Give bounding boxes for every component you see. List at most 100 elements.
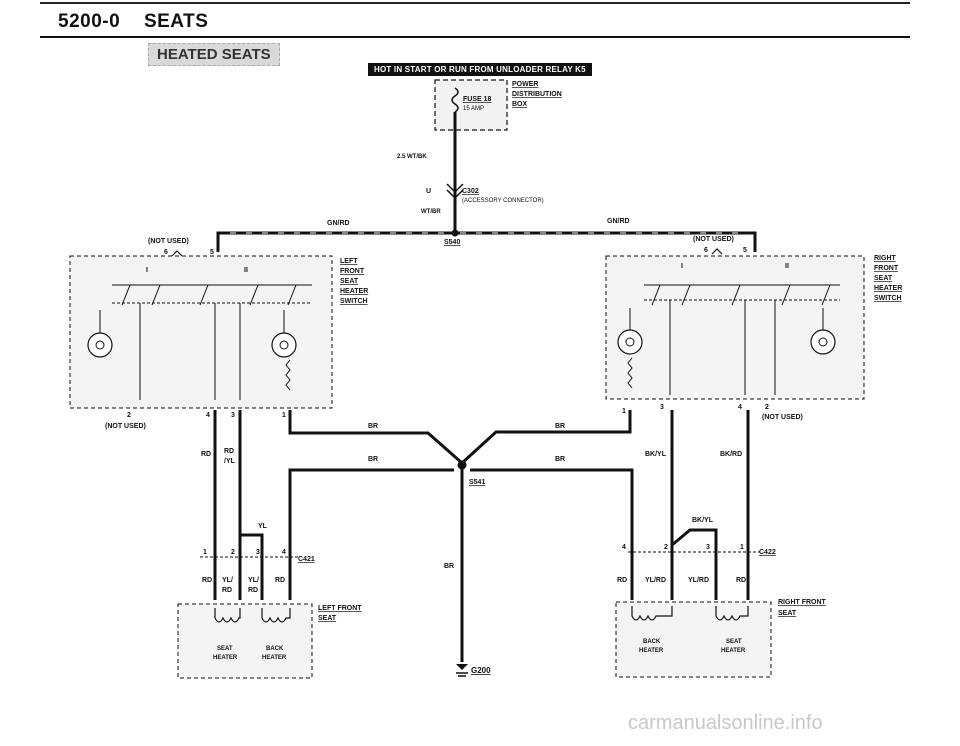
left-seat-wiring: RD RD /YL YL 1 2 3 4 C421 RD YL/ RD YL/ … [200,410,315,600]
g200-label: G200 [471,666,491,675]
right-switch-position-2: II [785,263,789,270]
right-seat-wiring: BK/YL BK/RD BK/YL 4 2 3 1 C422 RD YL/RD … [617,410,776,600]
wire-label-gn-rd-left: GN/RD [327,220,350,227]
wire-label-left-yl-rd-2: YL/ [248,577,259,584]
power-box-label-3: BOX [512,101,528,108]
left-seat-heater-2a: BACK [266,646,284,652]
right-switch-label-5: SWITCH [874,295,902,302]
right-seat-heater-2b: HEATER [721,648,746,654]
right-switch-pin6: 6 [704,247,708,254]
power-source-banner: HOT IN START OR RUN FROM UNLOADER RELAY … [368,63,592,76]
right-switch-pin1: 1 [622,408,626,415]
wire-label-left-yl-rd-1: YL/ [222,577,233,584]
right-front-seat: RIGHT FRONT SEAT BACK HEATER SEAT HEATER [615,599,827,678]
right-seat-heater-2a: SEAT [726,639,742,645]
wire-label-bk-yl: BK/YL [645,451,667,458]
watermark: carmanualsonline.info [628,712,823,734]
left-switch-pin5: 5 [210,249,214,256]
left-seat-heater-1b: HEATER [213,655,238,661]
left-seat-heater-2b: HEATER [262,655,287,661]
right-seat-label-2: SEAT [778,610,797,617]
wire-label-right-yl-rd-2: YL/RD [688,577,709,584]
wire-label-wt-bk: 2.5 WT/BK [397,154,427,160]
c422-pin2: 2 [664,544,668,551]
right-switch-label-2: FRONT [874,265,899,272]
s540-label: S540 [444,239,460,246]
left-switch-label-5: SWITCH [340,298,368,305]
fuse-label: FUSE 18 [463,96,492,103]
left-seat-heater-switch: (NOT USED) 6 5 I II LEFT FRONT [69,238,368,430]
left-switch-pin6: 6 [164,249,168,256]
power-box-label-1: POWER [512,81,538,88]
right-switch-not-used-bottom: (NOT USED) [762,414,803,421]
right-switch-label-4: HEATER [874,285,902,292]
wire-label-wt-br: WT/BR [421,209,441,215]
c422-label: C422 [759,549,776,556]
left-switch-pin4: 4 [206,412,210,419]
fuse-amp-label: 15 AMP [463,106,484,112]
wire-label-right-rd-a: RD [617,577,627,584]
c421-pin3: 3 [256,549,260,556]
left-seat-label-1: LEFT FRONT [318,605,362,612]
left-seat-heater-1a: SEAT [217,646,233,652]
wire-label-right-rd-b: RD [736,577,746,584]
wire-label-left-rd-b: RD [275,577,285,584]
left-seat-label-2: SEAT [318,615,337,622]
right-switch-pin2: 2 [765,404,769,411]
right-switch-pin4: 4 [738,404,742,411]
ground-network: BR BR BR BR S541 BR G200 [288,410,634,677]
wire-label-right-yl-rd-1: YL/RD [645,577,666,584]
left-switch-position-1: I [146,267,148,274]
right-switch-label-3: SEAT [874,275,893,282]
section-number: 5200-0 [58,11,121,32]
power-box-label-2: DISTRIBUTION [512,91,562,98]
right-seat-heater-1b: HEATER [639,648,664,654]
page-header: 5200-0 SEATS [58,11,208,33]
wire-label-br-ground: BR [444,563,454,570]
c302-description: (ACCESSORY CONNECTOR) [462,198,544,204]
right-switch-pin5: 5 [743,247,747,254]
wire-label-rd-left: RD [201,451,211,458]
c302-label: C302 [462,188,479,195]
wire-label-left-yl-rd-1b: RD [222,587,232,594]
left-switch-label-4: HEATER [340,288,368,295]
right-switch-position-1: I [681,263,683,270]
wire-label-bk-yl-2: BK/YL [692,517,714,524]
page-title: SEATS [143,11,209,32]
gn-rd-bus: GN/RD GN/RD [216,218,757,252]
right-seat-heater-switch: (NOT USED) 6 5 I II RIGHT FRONT [605,236,902,421]
left-switch-position-2: II [244,267,248,274]
c421-pin1: 1 [203,549,207,556]
power-distribution-box: FUSE 18 15 AMP POWER DISTRIBUTION BOX [434,79,562,131]
wire-label-br-1: BR [368,423,378,430]
wire-label-left-rd-a: RD [202,577,212,584]
right-seat-label-1: RIGHT FRONT [778,599,827,606]
wire-label-rd-yl: RD [224,448,234,455]
c421-pin2: 2 [231,549,235,556]
c422-pin3: 3 [706,544,710,551]
wire-label-rd-yl-2: /YL [224,458,236,465]
wire-label-left-yl-rd-2b: RD [248,587,258,594]
left-switch-pin2: 2 [127,412,131,419]
c421-pin4: 4 [282,549,286,556]
wire-label-br-2: BR [555,423,565,430]
left-switch-not-used-top: (NOT USED) [148,238,189,245]
header-rule [40,36,910,38]
left-switch-label-1: LEFT [340,258,358,265]
right-switch-not-used-top: (NOT USED) [693,236,734,243]
wire-label-bk-rd: BK/RD [720,451,742,458]
c421-label: C421 [298,556,315,563]
left-switch-not-used-bottom: (NOT USED) [105,423,146,430]
wire-label-br-3: BR [368,456,378,463]
wire-label-br-4: BR [555,456,565,463]
right-seat-heater-1a: BACK [643,639,661,645]
top-rule [40,2,910,4]
left-switch-label-2: FRONT [340,268,365,275]
wire-label-gn-rd-right: GN/RD [607,218,630,225]
left-front-seat: LEFT FRONT SEAT SEAT HEATER BACK HEATER [177,603,362,679]
c422-pin4: 4 [622,544,626,551]
diagram-subtitle: HEATED SEATS [148,43,280,66]
connector-u-label: U [426,188,431,195]
